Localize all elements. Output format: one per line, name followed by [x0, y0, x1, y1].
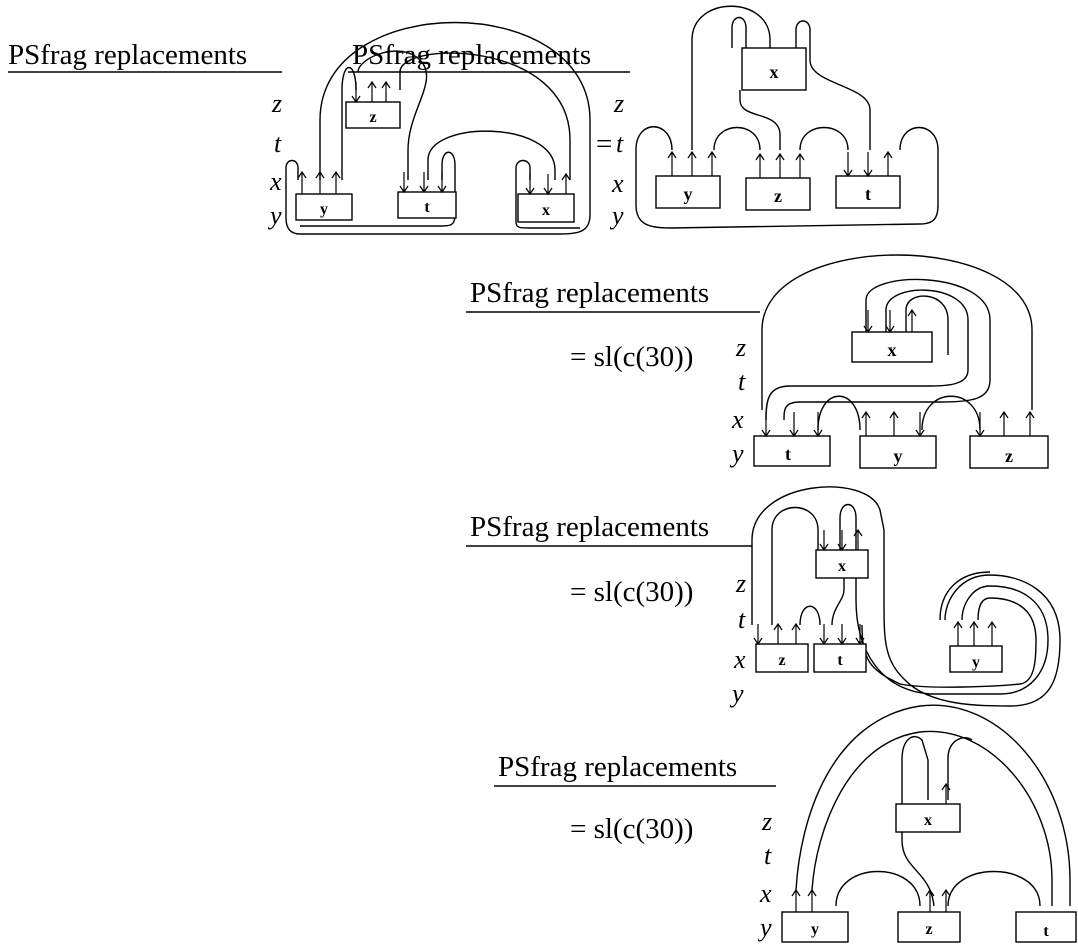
- box-x: [851, 331, 933, 363]
- psfrag-label-2: PSfrag replacements: [348, 39, 630, 73]
- svg-text:y: y: [894, 446, 903, 466]
- svg-text:y: y: [729, 439, 744, 468]
- svg-text:z: z: [369, 109, 376, 126]
- svg-text:z: z: [1005, 446, 1013, 466]
- psfrag-label-5: PSfrag replacements: [494, 751, 776, 787]
- sl-expression-1: = sl(c(30)): [570, 341, 693, 373]
- svg-text:y: y: [757, 913, 772, 942]
- variable-labels-2: z t x y: [609, 89, 624, 230]
- diagram-4: x z t y: [751, 486, 1061, 707]
- diagram-1: z y t x: [285, 21, 591, 235]
- svg-text:x: x: [731, 405, 744, 434]
- box-y: [655, 175, 721, 209]
- box-x: [517, 193, 575, 223]
- svg-text:t: t: [738, 367, 746, 396]
- svg-text:t: t: [837, 652, 843, 669]
- box-x: [815, 549, 869, 579]
- svg-text:x: x: [733, 645, 746, 674]
- svg-text:x: x: [888, 340, 897, 360]
- svg-text:x: x: [759, 879, 772, 908]
- equals-sign: =: [596, 128, 612, 160]
- svg-text:x: x: [770, 62, 779, 82]
- svg-text:z: z: [735, 569, 746, 598]
- svg-text:PSfrag replacements: PSfrag replacements: [8, 39, 247, 71]
- variable-labels-3: z t x y: [729, 333, 746, 468]
- svg-text:x: x: [838, 558, 846, 575]
- svg-text:z: z: [735, 333, 746, 362]
- svg-text:z: z: [271, 89, 282, 118]
- box-z: [745, 177, 811, 211]
- box-t: [813, 643, 867, 673]
- box-z: [345, 101, 401, 129]
- box-y: [859, 435, 937, 469]
- variable-labels-4: z t x y: [729, 569, 746, 708]
- svg-text:y: y: [609, 201, 624, 230]
- diagram-5: x y z t: [781, 704, 1077, 943]
- diagram-2: x y z t: [635, 5, 939, 229]
- svg-text:z: z: [925, 921, 932, 938]
- svg-text:t: t: [785, 444, 791, 464]
- variable-labels-5: z t x y: [757, 807, 772, 942]
- svg-text:y: y: [267, 201, 282, 230]
- svg-text:z: z: [774, 186, 782, 206]
- svg-text:x: x: [542, 202, 550, 219]
- box-z: [897, 911, 961, 943]
- box-t: [1015, 911, 1077, 943]
- psfrag-label-4: PSfrag replacements: [466, 511, 752, 547]
- svg-text:y: y: [972, 654, 980, 671]
- box-y: [781, 911, 849, 943]
- svg-text:t: t: [424, 199, 430, 216]
- svg-text:x: x: [269, 167, 282, 196]
- svg-text:t: t: [865, 184, 871, 204]
- diagram-3: x t y z: [753, 254, 1049, 469]
- svg-text:z: z: [761, 807, 772, 836]
- box-t: [753, 435, 831, 467]
- svg-text:t: t: [738, 605, 746, 634]
- svg-text:z: z: [778, 652, 785, 669]
- svg-text:y: y: [729, 679, 744, 708]
- svg-text:x: x: [611, 169, 624, 198]
- svg-text:x: x: [924, 812, 932, 829]
- svg-text:y: y: [811, 921, 819, 938]
- svg-text:t: t: [274, 129, 282, 158]
- box-z: [755, 643, 809, 673]
- box-x: [741, 47, 807, 91]
- box-x: [895, 803, 961, 833]
- box-y: [949, 645, 1003, 673]
- svg-text:t: t: [616, 129, 624, 158]
- box-z: [969, 435, 1049, 469]
- box-y: [295, 193, 353, 221]
- box-t: [397, 191, 457, 219]
- box-t: [835, 175, 901, 209]
- svg-text:PSfrag replacements: PSfrag replacements: [352, 39, 591, 71]
- svg-text:PSfrag replacements: PSfrag replacements: [470, 511, 709, 543]
- svg-text:t: t: [1043, 923, 1049, 940]
- sl-expression-2: = sl(c(30)): [570, 576, 693, 608]
- svg-text:y: y: [320, 201, 328, 218]
- svg-text:PSfrag replacements: PSfrag replacements: [470, 277, 709, 309]
- svg-text:y: y: [684, 184, 693, 204]
- svg-text:z: z: [613, 89, 624, 118]
- svg-text:PSfrag replacements: PSfrag replacements: [498, 751, 737, 783]
- variable-labels-1: z t x y: [267, 89, 282, 230]
- psfrag-label-3: PSfrag replacements: [466, 277, 760, 313]
- psfrag-label-1: PSfrag replacements: [8, 39, 282, 73]
- sl-expression-3: = sl(c(30)): [570, 813, 693, 845]
- svg-text:t: t: [764, 841, 772, 870]
